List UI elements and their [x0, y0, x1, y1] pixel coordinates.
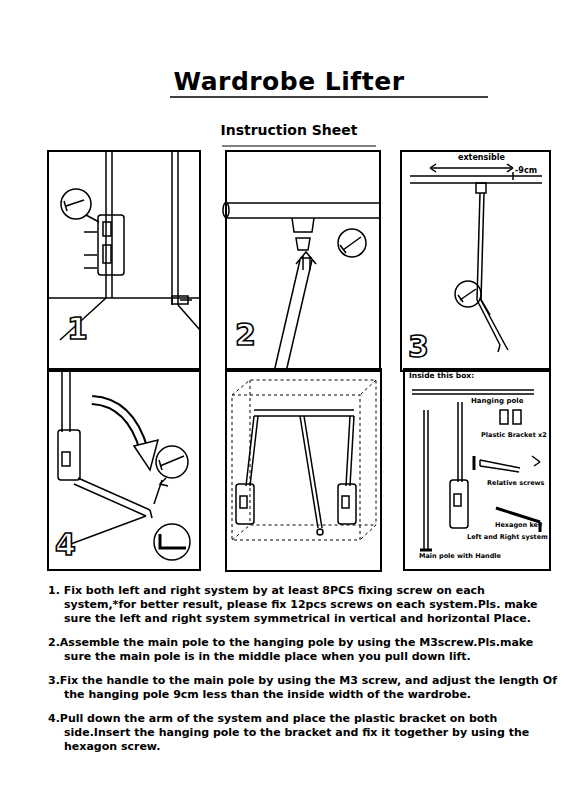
step-number: 1 — [67, 312, 88, 345]
dimension-label: extensible — [458, 154, 505, 163]
contents-panel: Inside this box: Hanging polePlastic Brac… — [403, 368, 551, 571]
step-number: 3 — [408, 330, 429, 363]
page-title: Wardrobe Lifter — [0, 68, 578, 96]
dimension-label: -9cm — [515, 167, 537, 176]
part-label: Left and Right system — [467, 534, 548, 541]
instruction-text: 1. Fix both left and right system by at … — [48, 584, 558, 625]
step-panel: extensible -9cm 3 — [400, 150, 551, 372]
step-panel: 2 — [225, 150, 381, 372]
part-label: Hexagon key — [495, 522, 542, 529]
part-label: Main pole with Handle — [419, 553, 501, 560]
part-label: Relative screws — [487, 480, 544, 487]
step-panel: 4 — [47, 368, 201, 571]
instruction-text: 4.Pull down the arm of the system and pl… — [48, 712, 558, 753]
instruction-text: 2.Assemble the main pole to the hanging … — [48, 636, 558, 664]
step-panel: 1 — [47, 150, 201, 372]
section-heading: Instruction Sheet — [0, 122, 578, 140]
step-number: 2 — [235, 318, 256, 351]
part-label: Plastic Bracket x2 — [481, 432, 547, 439]
instruction-text: 3.Fix the handle to the main pole by usi… — [48, 674, 558, 702]
step-number: 4 — [55, 528, 76, 561]
heading: Inside this box: — [409, 372, 474, 380]
part-label: Hanging pole — [471, 398, 523, 406]
